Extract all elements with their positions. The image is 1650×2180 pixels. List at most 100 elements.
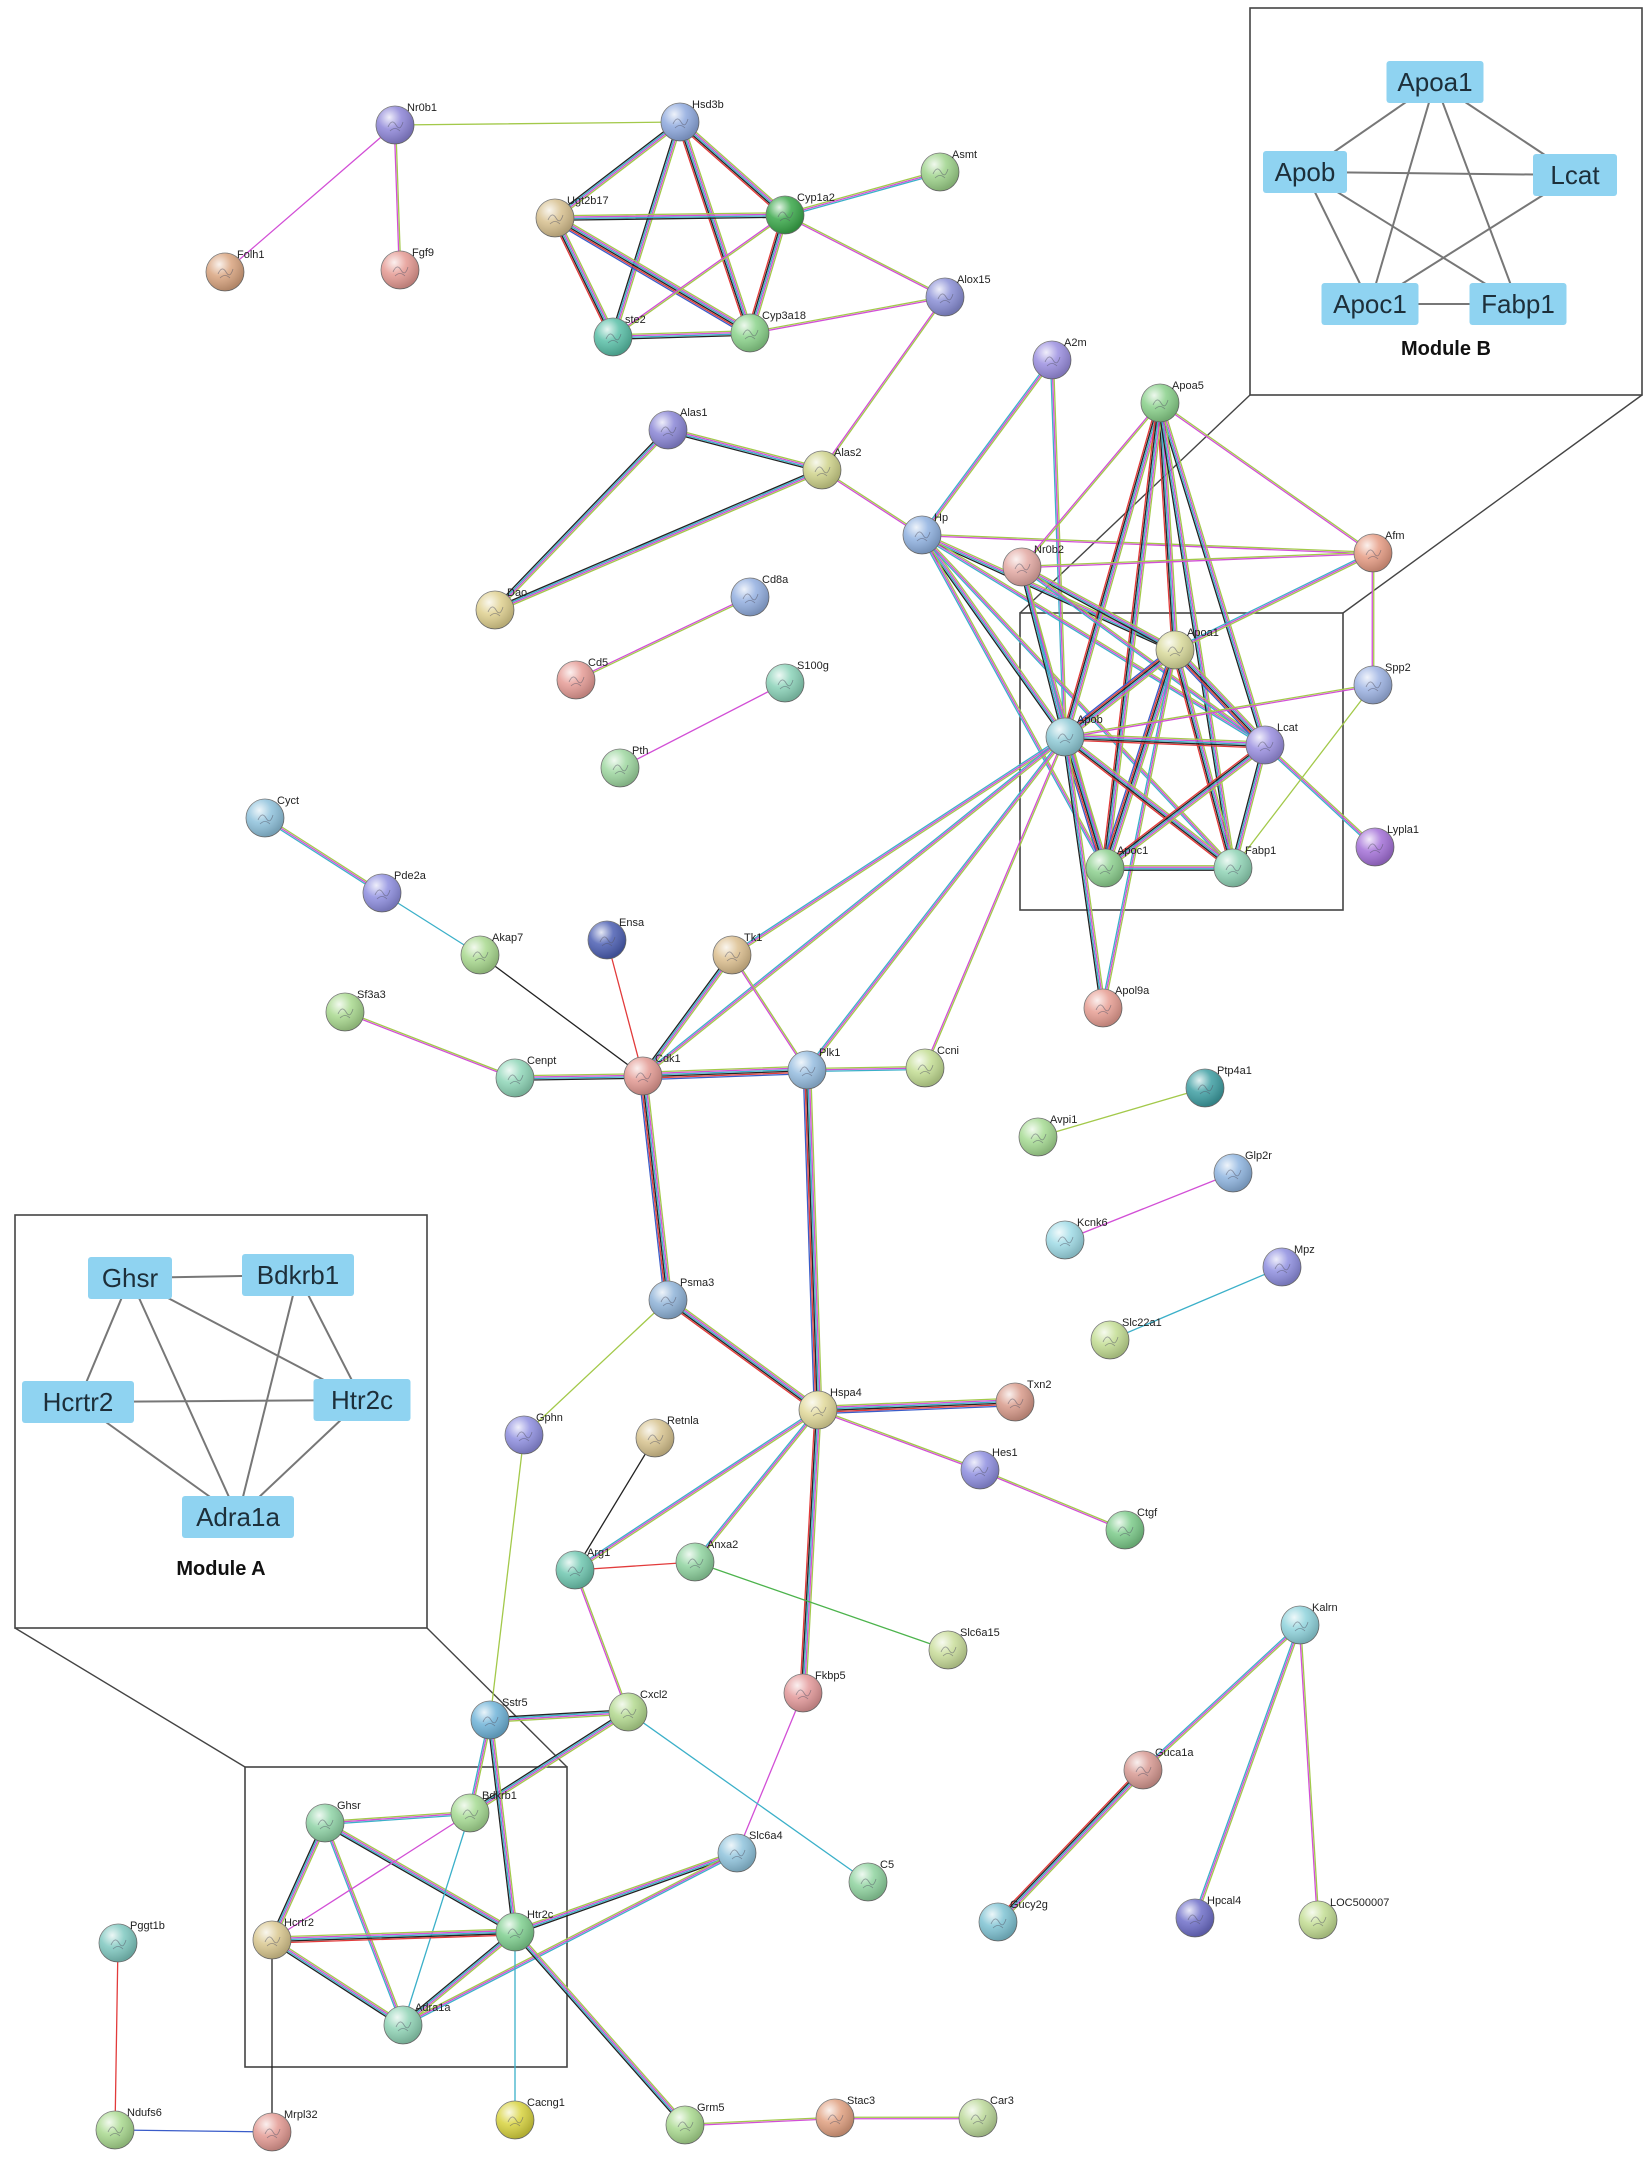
node-retnla[interactable]: Retnla: [635, 1415, 700, 1458]
node-label: Guca1a: [1155, 1747, 1194, 1759]
inset-edge: [129, 1277, 239, 1518]
node-slc6a15[interactable]: Slc6a15: [928, 1627, 1000, 1670]
node-fgf9[interactable]: Fgf9: [380, 247, 434, 290]
node-label: ste2: [625, 314, 646, 326]
edge-strand: [732, 737, 1067, 957]
node-sf3a3[interactable]: Sf3a3: [325, 989, 386, 1032]
node-cdk1[interactable]: Cdk1: [623, 1053, 681, 1096]
inset-node-fabp1[interactable]: Fabp1: [1469, 283, 1567, 325]
node-gucy2g[interactable]: Gucy2g: [978, 1899, 1048, 1942]
node-hcrtr2[interactable]: Hcrtr2: [252, 1917, 314, 1960]
node-hes1[interactable]: Hes1: [960, 1447, 1018, 1490]
node-glp2r[interactable]: Glp2r: [1213, 1150, 1272, 1193]
node-alas2[interactable]: Alas2: [802, 447, 862, 490]
node-mpz[interactable]: Mpz: [1262, 1244, 1315, 1287]
node-apoa1[interactable]: Apoa1: [1155, 627, 1219, 670]
node-dao[interactable]: Dao: [475, 587, 527, 630]
edge-strand: [680, 120, 787, 215]
node-apoc1[interactable]: Apoc1: [1085, 845, 1148, 888]
node-hpcal4[interactable]: Hpcal4: [1175, 1895, 1241, 1938]
edge-strand: [641, 953, 733, 1077]
node-pde2a[interactable]: Pde2a: [362, 870, 427, 913]
node-nr0b2[interactable]: Nr0b2: [1002, 544, 1064, 587]
node-slc6a4[interactable]: Slc6a4: [717, 1830, 783, 1873]
node-ptp4a1[interactable]: Ptp4a1: [1185, 1065, 1252, 1108]
inset-node-apoc1[interactable]: Apoc1: [1321, 283, 1419, 325]
node-hsd3b[interactable]: Hsd3b: [660, 99, 724, 142]
node-apol9a[interactable]: Apol9a: [1083, 985, 1150, 1028]
node-lypla1[interactable]: Lypla1: [1355, 824, 1419, 867]
node-cxcl2[interactable]: Cxcl2: [608, 1689, 668, 1732]
inset-node-adra1a[interactable]: Adra1a: [182, 1496, 294, 1538]
node-txn2[interactable]: Txn2: [995, 1379, 1051, 1422]
node-pggt1b[interactable]: Pggt1b: [98, 1920, 165, 1963]
edge-strand: [1064, 734, 1266, 745]
node-c5[interactable]: C5: [848, 1859, 894, 1902]
inset-node-lcat[interactable]: Lcat: [1533, 154, 1617, 196]
node-adra1a[interactable]: Adra1a: [383, 2002, 451, 2045]
node-bdkrb1[interactable]: Bdkrb1: [450, 1790, 517, 1833]
node-cyct[interactable]: Cyct: [245, 795, 299, 838]
edge-apob-plk1: [805, 735, 1067, 1072]
node-spp2[interactable]: Spp2: [1353, 662, 1411, 705]
node-cacng1[interactable]: Cacng1: [495, 2097, 565, 2140]
node-anxa2[interactable]: Anxa2: [675, 1539, 738, 1582]
node-car3[interactable]: Car3: [958, 2095, 1014, 2138]
node-gphn[interactable]: Gphn: [504, 1412, 563, 1455]
inset-node-apob[interactable]: Apob: [1263, 151, 1347, 193]
node-cd8a[interactable]: Cd8a: [730, 574, 789, 617]
node-apob[interactable]: Apob: [1045, 714, 1103, 757]
node-cyp3a18[interactable]: Cyp3a18: [730, 310, 806, 353]
node-tk1[interactable]: Tk1: [712, 932, 762, 975]
edge-strand: [575, 1569, 630, 1713]
node-folh1[interactable]: Folh1: [205, 249, 265, 292]
inset-node-apoa1[interactable]: Apoa1: [1386, 61, 1484, 103]
node-guca1a[interactable]: Guca1a: [1123, 1747, 1194, 1790]
node-pth[interactable]: Pth: [600, 745, 649, 788]
node-loc500007[interactable]: LOC500007: [1298, 1897, 1389, 1940]
node-arg1[interactable]: Arg1: [555, 1547, 610, 1590]
node-fabp1[interactable]: Fabp1: [1213, 845, 1276, 888]
node-afm[interactable]: Afm: [1353, 530, 1405, 573]
node-kalrn[interactable]: Kalrn: [1280, 1602, 1338, 1645]
node-ugt2b17[interactable]: Ugt2b17: [535, 195, 609, 238]
node-cyp1a2[interactable]: Cyp1a2: [765, 192, 835, 235]
node-a2m[interactable]: A2m: [1032, 337, 1087, 380]
node-apoa5[interactable]: Apoa5: [1140, 380, 1204, 423]
inset-node-hcrtr2[interactable]: Hcrtr2: [22, 1381, 134, 1423]
edge-strand: [806, 1068, 926, 1073]
node-ghsr[interactable]: Ghsr: [305, 1800, 361, 1843]
node-alas1[interactable]: Alas1: [648, 407, 708, 450]
node-grm5[interactable]: Grm5: [665, 2102, 725, 2145]
node-kcnk6[interactable]: Kcnk6: [1045, 1217, 1108, 1260]
node-shine: [1354, 534, 1392, 572]
node-hspa4[interactable]: Hspa4: [798, 1387, 862, 1430]
node-nr0b1[interactable]: Nr0b1: [375, 102, 437, 145]
node-ctgf[interactable]: Ctgf: [1105, 1507, 1158, 1550]
node-alox15[interactable]: Alox15: [925, 274, 991, 317]
node-ndufs6[interactable]: Ndufs6: [95, 2107, 162, 2150]
node-sstr5[interactable]: Sstr5: [470, 1697, 528, 1740]
node-cd5[interactable]: Cd5: [556, 657, 608, 700]
node-fkbp5[interactable]: Fkbp5: [783, 1670, 846, 1713]
inset-node-htr2c[interactable]: Htr2c: [313, 1379, 411, 1421]
node-mrpl32[interactable]: Mrpl32: [252, 2109, 318, 2152]
node-ensa[interactable]: Ensa: [587, 917, 645, 960]
node-slc22a1[interactable]: Slc22a1: [1090, 1317, 1162, 1360]
node-hp[interactable]: Hp: [902, 512, 948, 555]
inset-node-label: Apoa1: [1397, 67, 1472, 97]
node-plk1[interactable]: Plk1: [787, 1047, 840, 1090]
node-ccni[interactable]: Ccni: [905, 1045, 959, 1088]
node-psma3[interactable]: Psma3: [648, 1277, 714, 1320]
node-s100g[interactable]: S100g: [765, 660, 829, 703]
node-asmt[interactable]: Asmt: [920, 149, 977, 192]
node-ste2[interactable]: ste2: [593, 314, 646, 357]
node-akap7[interactable]: Akap7: [460, 932, 523, 975]
node-cenpt[interactable]: Cenpt: [495, 1055, 556, 1098]
node-stac3[interactable]: Stac3: [815, 2095, 875, 2138]
node-avpi1[interactable]: Avpi1: [1018, 1114, 1077, 1157]
node-lcat[interactable]: Lcat: [1245, 722, 1298, 765]
inset-node-bdkrb1[interactable]: Bdkrb1: [242, 1254, 354, 1296]
inset-node-ghsr[interactable]: Ghsr: [88, 1257, 172, 1299]
node-htr2c[interactable]: Htr2c: [495, 1909, 554, 1952]
